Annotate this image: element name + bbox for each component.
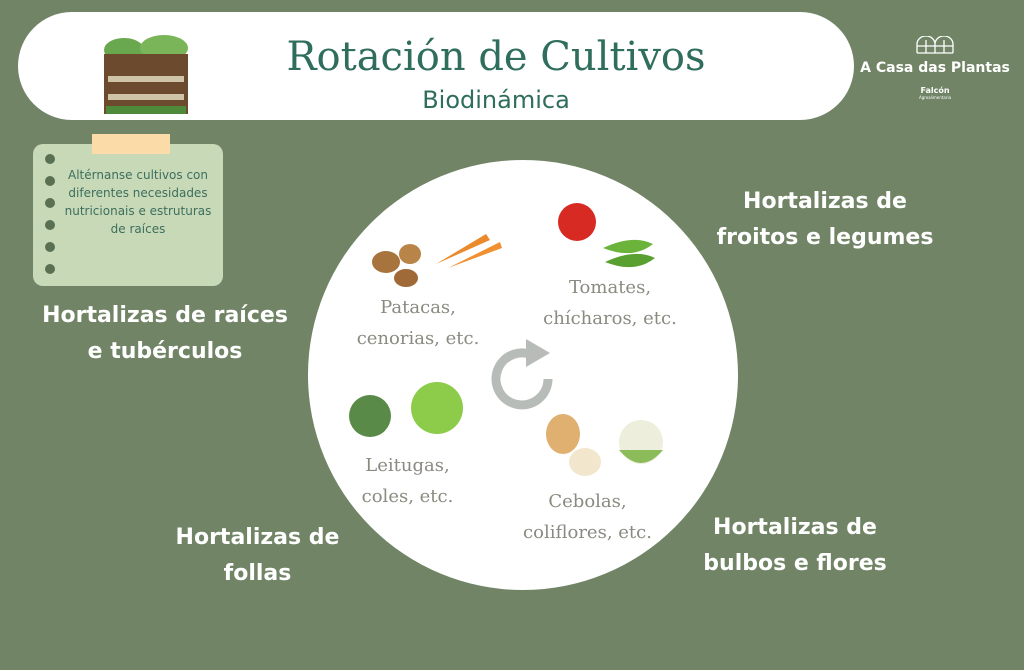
binder-hole — [45, 176, 55, 186]
label-fruits: Hortalizas de froitos e legumes — [716, 189, 934, 250]
binder-hole — [45, 154, 55, 164]
onion-cauliflower-icon — [546, 414, 663, 476]
binder-hole — [45, 198, 55, 208]
examples-roots: Patacas, cenorias, etc. — [356, 297, 480, 349]
binder-hole — [45, 264, 55, 274]
label-roots: Hortalizas de raíces e tubérculos — [42, 303, 288, 364]
info-note: Altérnanse cultivos con diferentes neces… — [33, 144, 223, 286]
garden-soil-icon — [104, 35, 188, 114]
note-text: Altérnanse cultivos con diferentes neces… — [64, 168, 212, 236]
brand-sub: Falcón — [920, 86, 950, 95]
tomato-pea-icon — [558, 203, 655, 268]
examples-leaves: Leitugas, coles, etc. — [361, 455, 454, 507]
rotation-circle — [308, 160, 738, 590]
label-bulbs: Hortalizas de bulbos e flores — [703, 515, 887, 576]
brand-tagline: Agroalimentaria — [918, 95, 952, 100]
potato-carrot-icon — [372, 234, 502, 287]
examples-bulbs: Cebolas, coliflores, etc. — [523, 491, 652, 543]
lettuce-cabbage-icon — [349, 382, 463, 437]
label-leaves: Hortalizas de follas — [175, 525, 340, 586]
greenhouse-icon — [916, 35, 954, 54]
header-banner: Rotación de Cultivos Biodinámica — [18, 12, 854, 120]
page-title: Rotación de Cultivos — [286, 34, 706, 80]
cycle-arrow-icon — [491, 339, 553, 410]
brand-name: A Casa das Plantas — [860, 60, 1010, 76]
binder-hole — [45, 220, 55, 230]
page-subtitle: Biodinámica — [422, 86, 570, 114]
examples-fruits: Tomates, chícharos, etc. — [543, 277, 677, 329]
brand-logo: A Casa das Plantas Falcón Agroalimentari… — [860, 35, 1010, 100]
tape — [92, 134, 170, 154]
binder-hole — [45, 242, 55, 252]
